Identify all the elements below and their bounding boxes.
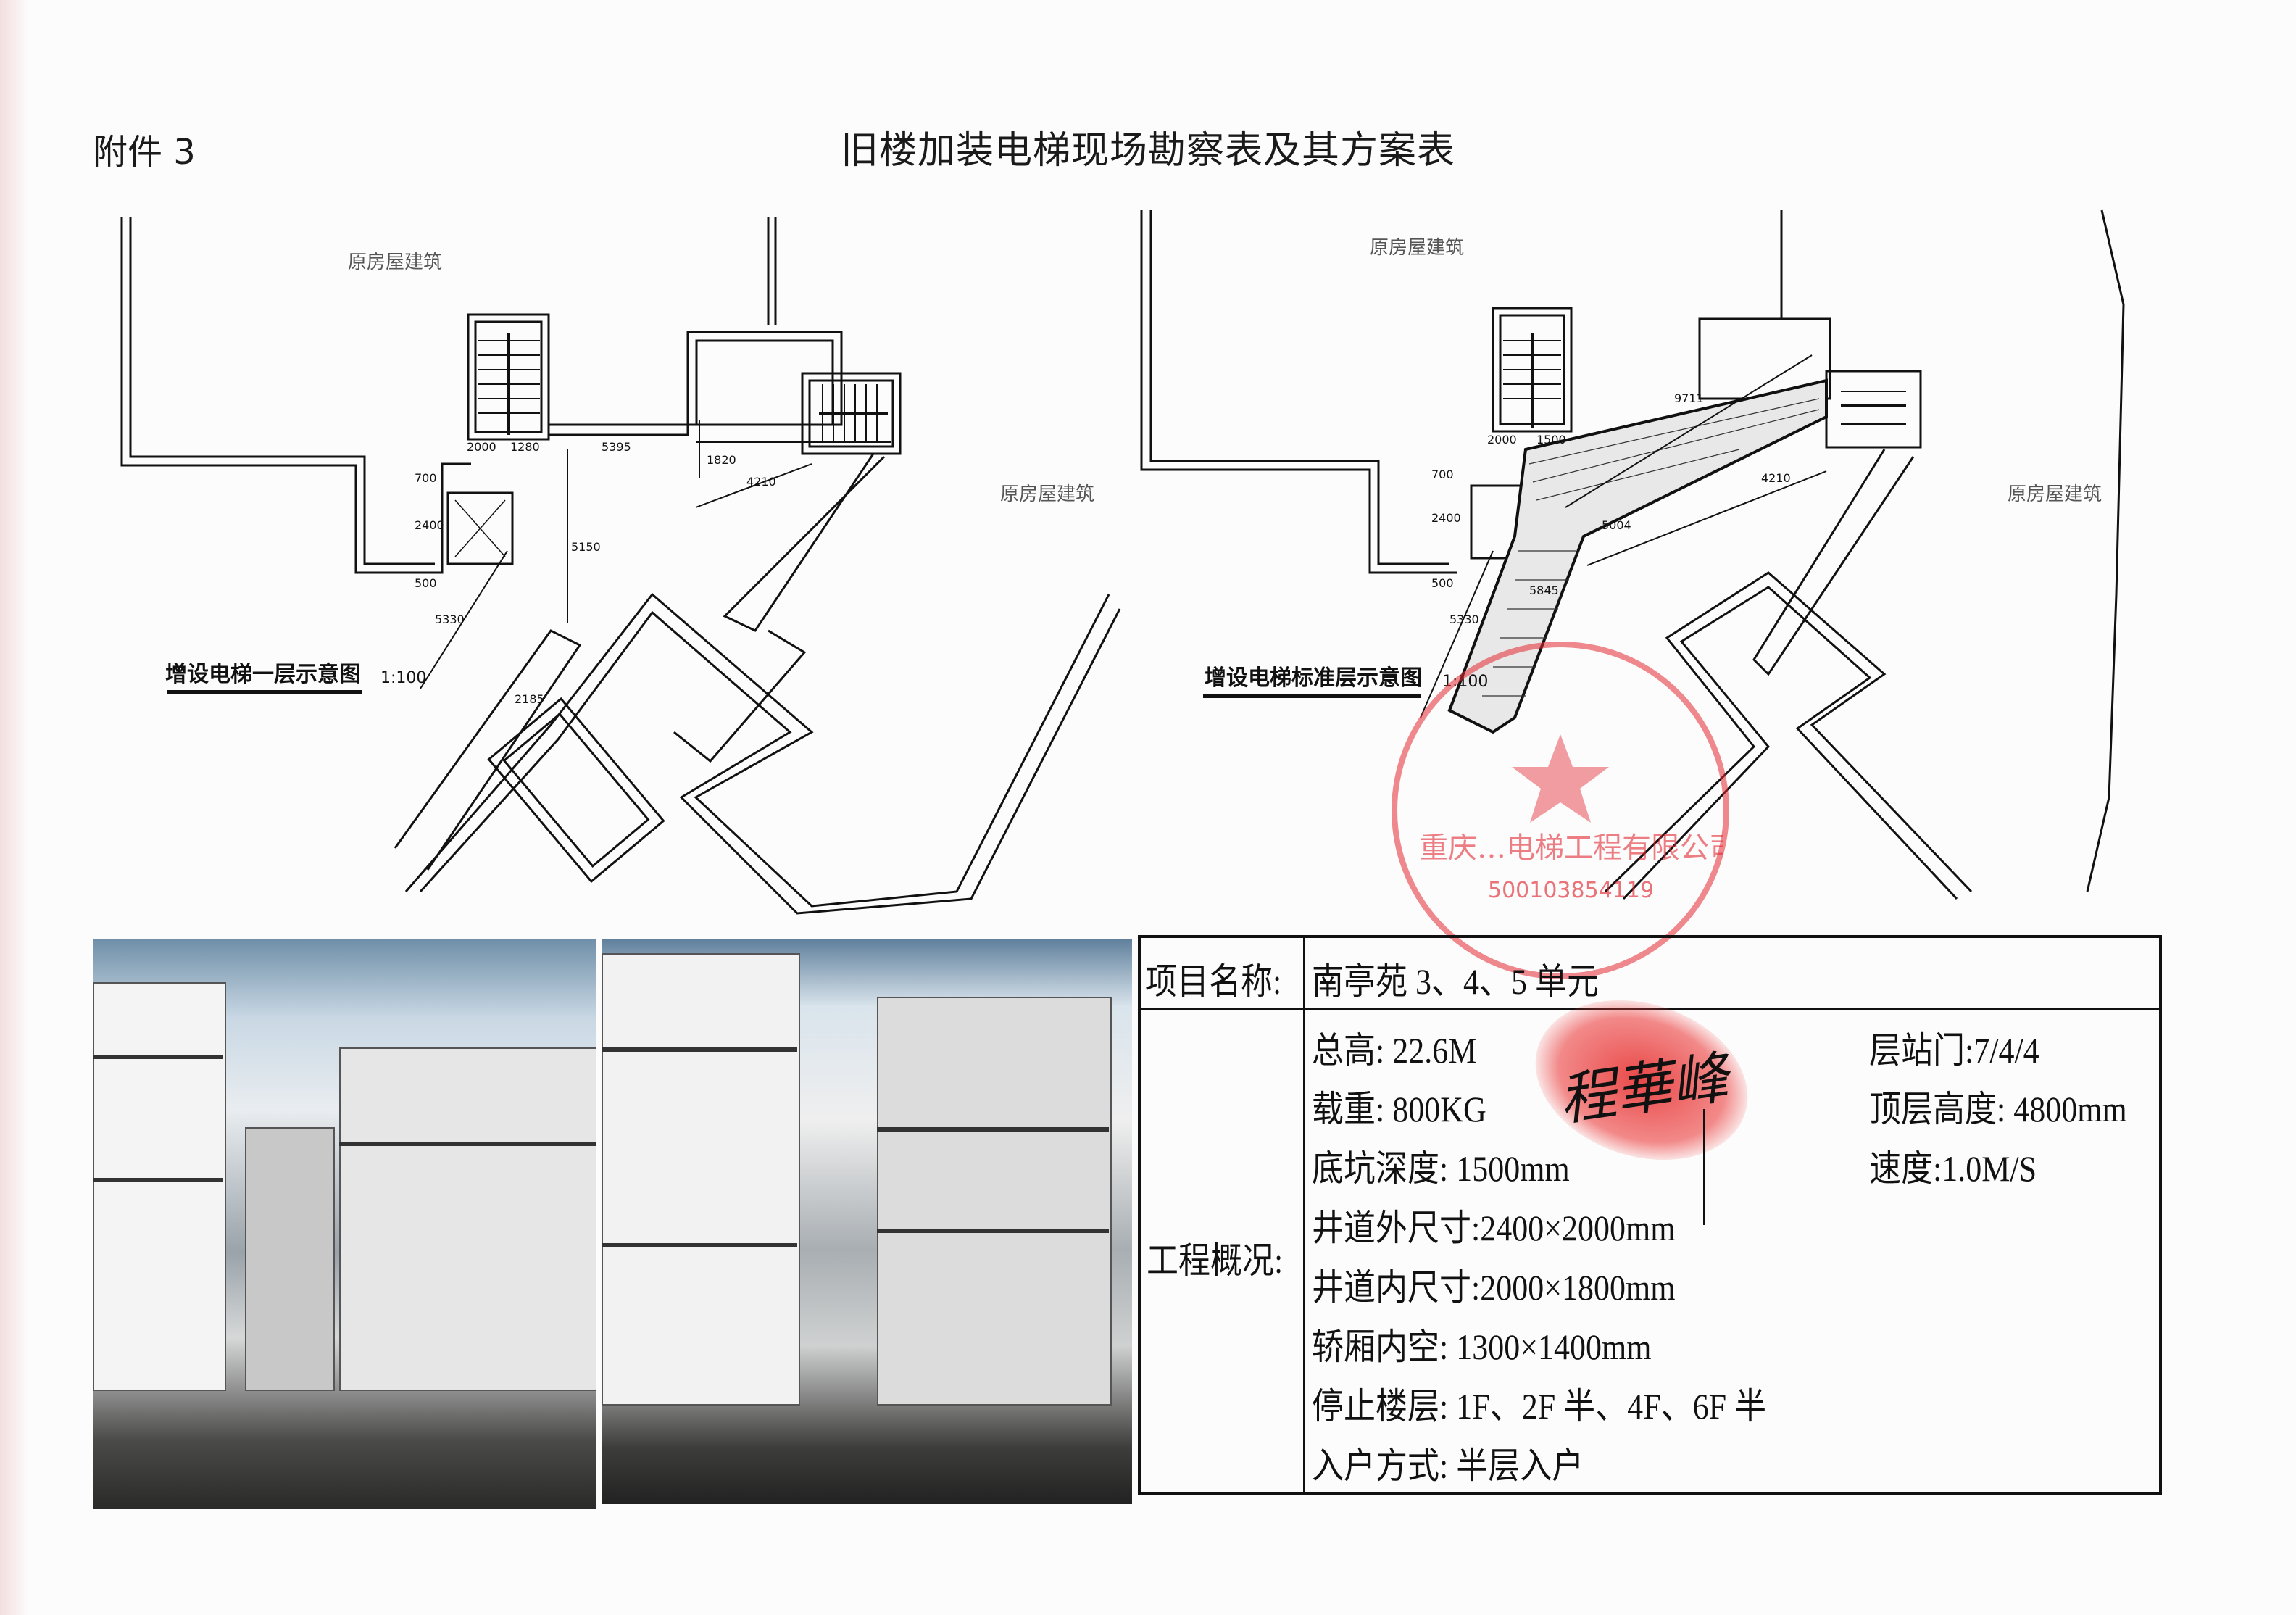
- building-facade: [93, 982, 226, 1391]
- scan-edge-shadow: [0, 0, 29, 1615]
- dimension-label: 9711: [1674, 391, 1704, 405]
- dimension-label: 4210: [1761, 471, 1791, 485]
- dimension-label: 2000: [467, 440, 496, 454]
- spec-shaft-inner: 井道内尺寸:2000×1800mm: [1312, 1267, 1676, 1308]
- seal-company-text: 重庆…电梯工程有限公司: [1419, 831, 1723, 865]
- right-drawing-caption: 增设电梯标准层示意图: [1205, 665, 1422, 691]
- project-name-label: 项目名称:: [1145, 961, 1282, 1002]
- spec-total-height: 总高: 22.6M: [1312, 1030, 1477, 1071]
- dimension-label: 700: [415, 471, 437, 485]
- balcony-rail: [339, 1142, 596, 1146]
- building-facade: [602, 953, 800, 1406]
- dimension-label: 2000: [1487, 433, 1517, 447]
- site-photo-1: [93, 939, 596, 1509]
- dimension-label: 1280: [510, 440, 540, 454]
- dimension-label: 1820: [707, 453, 736, 467]
- right-area-label-2: 原房屋建筑: [2008, 483, 2102, 505]
- balcony-rail: [877, 1229, 1109, 1233]
- seal-star-icon: 重庆…电梯工程有限公司 500103854119: [1419, 734, 1723, 903]
- spec-entry-method: 入户方式: 半层入户: [1312, 1445, 1584, 1486]
- balcony-rail: [93, 1178, 223, 1182]
- building-facade: [339, 1047, 596, 1391]
- spec-shaft-outer: 井道外尺寸:2400×2000mm: [1312, 1208, 1676, 1248]
- spec-car-size: 轿厢内空: 1300×1400mm: [1312, 1327, 1652, 1367]
- building-facade: [877, 997, 1112, 1406]
- dimension-label: 2185: [515, 692, 544, 706]
- table-divider: [1303, 938, 1305, 1492]
- balcony-rail: [877, 1127, 1109, 1132]
- dimension-label: 700: [1431, 468, 1454, 481]
- dimension-label: 5004: [1602, 518, 1631, 532]
- balcony-rail: [93, 1055, 223, 1059]
- dimension-label: 5845: [1529, 584, 1559, 597]
- attachment-label: 附件 3: [93, 132, 196, 173]
- elevator-shaft: [446, 491, 514, 565]
- spec-speed: 速度:1.0M/S: [1869, 1148, 2037, 1189]
- dimension-label: 5330: [435, 613, 465, 626]
- spec-stops-doors: 层站门:7/4/4: [1869, 1030, 2039, 1071]
- spec-pit-depth: 底坑深度: 1500mm: [1312, 1148, 1570, 1189]
- overview-label: 工程概况:: [1147, 1240, 1284, 1281]
- dimension-label: 4210: [746, 475, 776, 489]
- signature-stroke: [1703, 1109, 1705, 1225]
- site-photo-2: [602, 939, 1132, 1504]
- dimension-label: 500: [1431, 576, 1454, 590]
- left-drawing-scale: 1:100: [380, 669, 426, 687]
- spec-load: 载重: 800KG: [1312, 1089, 1486, 1129]
- company-seal: 重庆…电梯工程有限公司 500103854119: [1392, 642, 1729, 979]
- left-area-label-2: 原房屋建筑: [1000, 483, 1094, 505]
- dimension-label: 1500: [1536, 433, 1566, 447]
- dimension-label: 5330: [1449, 613, 1479, 626]
- project-info-table: 项目名称: 南亭苑 3、4、5 单元 工程概况: 总高: 22.6M 载重: 8…: [1138, 935, 2162, 1495]
- dimension-label: 2400: [415, 518, 444, 532]
- balcony-rail: [602, 1047, 797, 1052]
- document-title: 旧楼加装电梯现场勘察表及其方案表: [841, 129, 1456, 173]
- project-name-value: 南亭苑 3、4、5 单元: [1312, 961, 1599, 1002]
- dimension-label: 2400: [1431, 511, 1461, 525]
- floor-plan-first-floor: [120, 217, 1121, 915]
- balcony-rail: [602, 1243, 797, 1247]
- building-facade: [245, 1127, 335, 1391]
- dimension-label: 5395: [602, 440, 631, 454]
- dimension-label: 500: [415, 576, 437, 590]
- seal-number: 500103854119: [1488, 878, 1654, 903]
- dimension-label: 5150: [571, 540, 601, 554]
- spec-top-floor-height: 顶层高度: 4800mm: [1869, 1089, 2127, 1129]
- left-drawing-caption: 增设电梯一层示意图: [165, 662, 361, 687]
- spec-stop-floors: 停止楼层: 1F、2F 半、4F、6F 半: [1312, 1386, 1767, 1427]
- left-area-label-1: 原房屋建筑: [348, 252, 442, 273]
- right-area-label-1: 原房屋建筑: [1370, 237, 1464, 259]
